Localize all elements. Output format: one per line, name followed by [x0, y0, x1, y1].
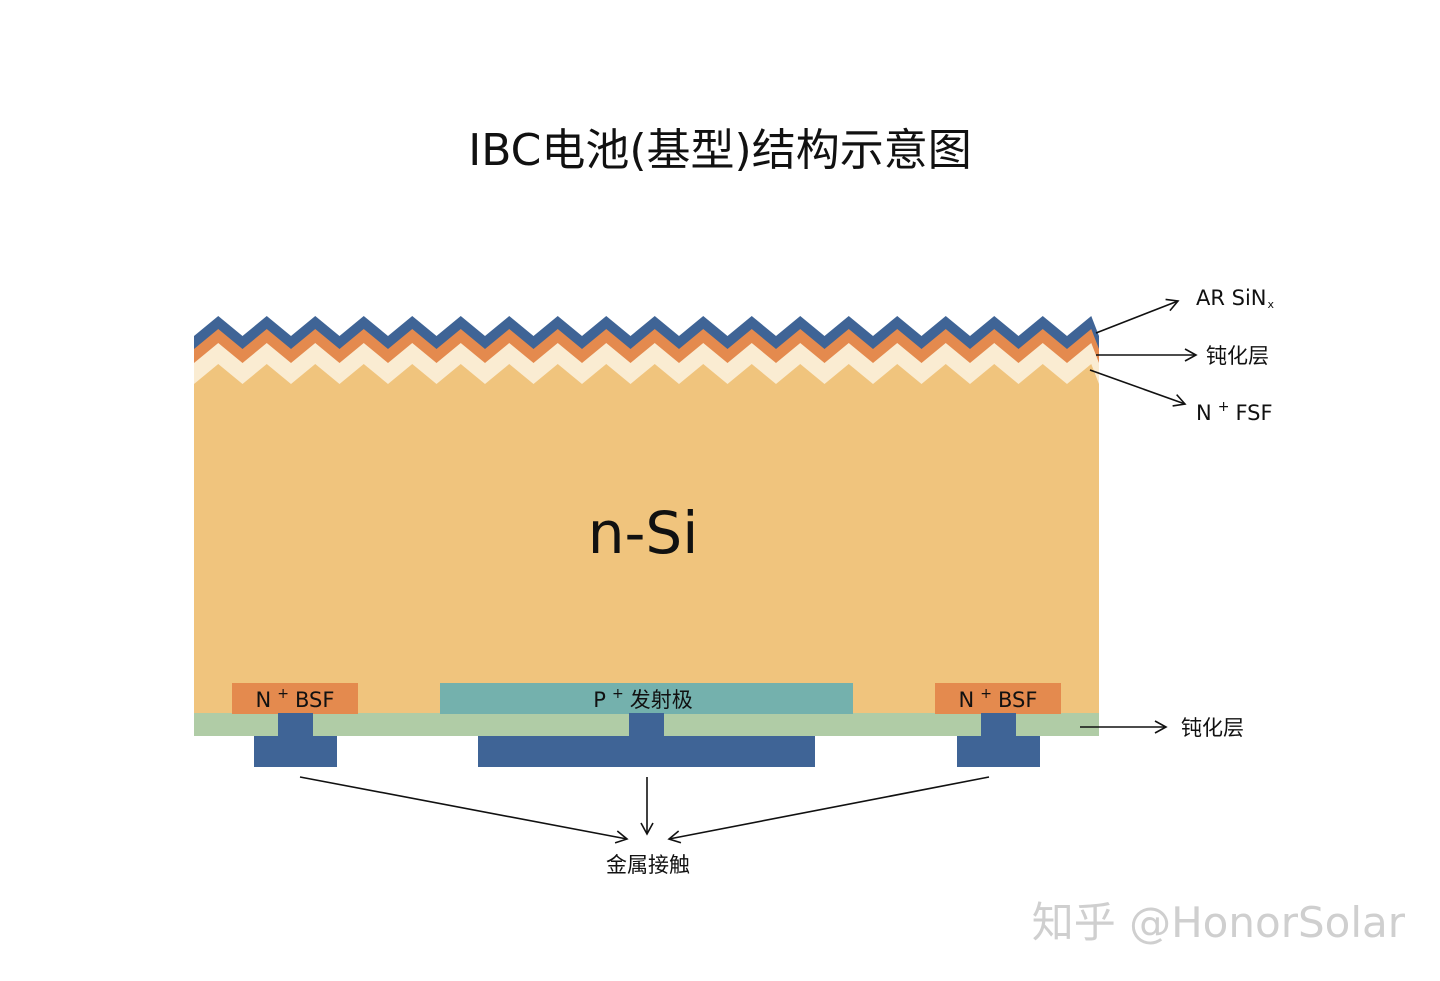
metal-contact-center-via — [629, 713, 664, 738]
metal-contact-center-pad — [478, 736, 815, 767]
emitter-label: P+发射极 — [593, 686, 692, 712]
bsf-left-region — [232, 683, 358, 714]
diagram-title: IBC电池(基型)结构示意图 — [468, 125, 971, 176]
bsf-right-region — [935, 683, 1061, 714]
n-si-bulk — [194, 364, 1099, 716]
fsf-label: N+FSF — [1196, 399, 1273, 425]
metal-contact-right-pad — [957, 736, 1040, 767]
bulk-label: n-Si — [588, 499, 699, 567]
metal-contact-label: 金属接触 — [606, 853, 690, 877]
metal-arrow-left — [299, 776, 629, 844]
ar-sin-arrow — [1095, 298, 1180, 334]
passivation-top-label: 钝化层 — [1206, 344, 1269, 368]
ar-sin-label: AR SiNx — [1196, 286, 1275, 311]
passivation-bottom-label: 钝化层 — [1181, 716, 1244, 740]
fsf-arrow — [1089, 369, 1187, 407]
metal-contact-right-via — [981, 713, 1016, 738]
metal-contact-left-pad — [254, 736, 337, 767]
bsf-right-label: N+BSF — [959, 686, 1038, 712]
bsf-left-label: N+BSF — [256, 686, 335, 712]
watermark: 知乎 @HonorSolar — [1032, 898, 1406, 947]
metal-arrow-right — [667, 776, 990, 844]
emitter-region — [440, 683, 853, 714]
metal-contact-left-via — [278, 713, 313, 738]
